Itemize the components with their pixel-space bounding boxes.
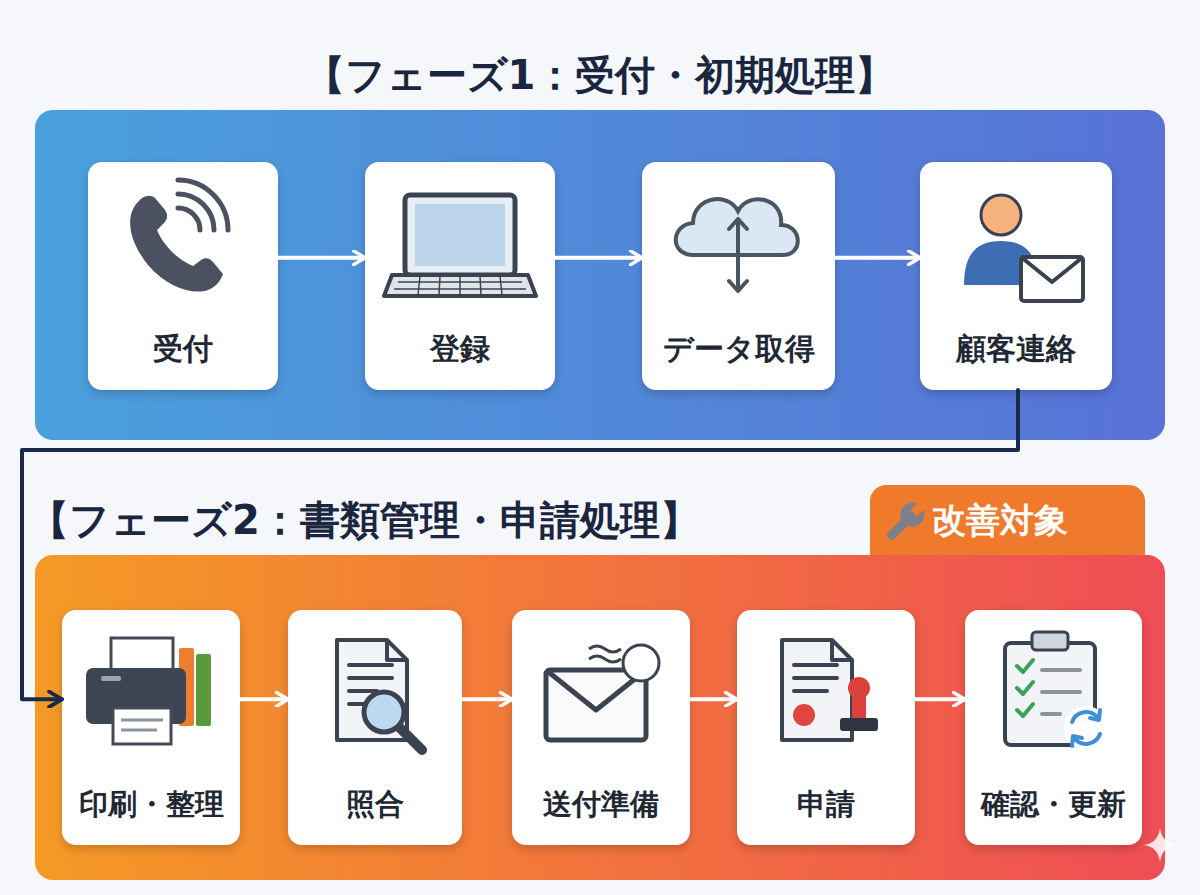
label-stack: 送付準備 <box>512 785 690 825</box>
improvement-tab: 改善対象 <box>870 485 1145 555</box>
tab-label: 改善対象 <box>932 485 1068 555</box>
label-stack: 受付 <box>88 329 278 370</box>
seal-icon <box>782 640 878 740</box>
flow-arrow <box>462 697 512 701</box>
process-box: データ取得 <box>642 162 835 390</box>
sparkle-mark <box>1144 828 1176 862</box>
box-label: 顧客連絡 <box>920 329 1112 370</box>
box-label: 照合 <box>288 785 462 825</box>
flow-arrow <box>915 697 965 701</box>
label-stack: 申請 <box>737 785 915 825</box>
mail-icon <box>546 645 659 740</box>
flow-arrow <box>278 256 365 260</box>
label-stack: データ取得 <box>642 329 835 370</box>
process-box: 顧客連絡 <box>920 162 1112 390</box>
phone-icon <box>130 180 228 292</box>
box-label: 送付準備 <box>512 785 690 825</box>
contact-icon <box>964 195 1083 301</box>
flow-arrow <box>690 697 737 701</box>
box-label: 受付 <box>88 329 278 370</box>
checklist-icon <box>1005 632 1108 750</box>
inspect-icon <box>337 640 422 750</box>
label-stack: 照合 <box>288 785 462 825</box>
phase-heading: 【フェーズ2：書類管理・申請処理】 <box>29 485 700 555</box>
label-stack: 顧客連絡 <box>920 329 1112 370</box>
box-label: 登録 <box>365 329 555 370</box>
flow-arrow <box>22 390 1018 699</box>
laptop-icon <box>384 195 536 296</box>
process-box: 送付準備 <box>512 610 690 845</box>
label-stack: 登録 <box>365 329 555 370</box>
box-label: 印刷・整理 <box>62 785 240 825</box>
wrench-icon <box>881 496 932 547</box>
label-stack: 印刷・整理 <box>62 785 240 825</box>
flow-arrow <box>240 697 288 701</box>
process-box: 登録 <box>365 162 555 390</box>
process-box: 確認・更新 <box>965 610 1142 845</box>
process-box: 申請 <box>737 610 915 845</box>
process-box: 印刷・整理 <box>62 610 240 845</box>
box-label: 確認・更新 <box>965 785 1142 825</box>
box-label: データ取得 <box>642 329 835 370</box>
phase-heading: 【フェーズ1：受付・初期処理】 <box>35 40 1165 110</box>
cloud-icon <box>676 199 798 291</box>
process-box: 照合 <box>288 610 462 845</box>
flow-arrow <box>555 256 642 260</box>
printer-icon <box>86 638 211 744</box>
flow-arrow <box>835 256 920 260</box>
process-box: 受付 <box>88 162 278 390</box>
box-label: 申請 <box>737 785 915 825</box>
phase-band: 【フェーズ1：受付・初期処理】受付 登録 データ取得 顧客連絡 <box>35 40 1165 440</box>
label-stack: 確認・更新 <box>965 785 1142 825</box>
